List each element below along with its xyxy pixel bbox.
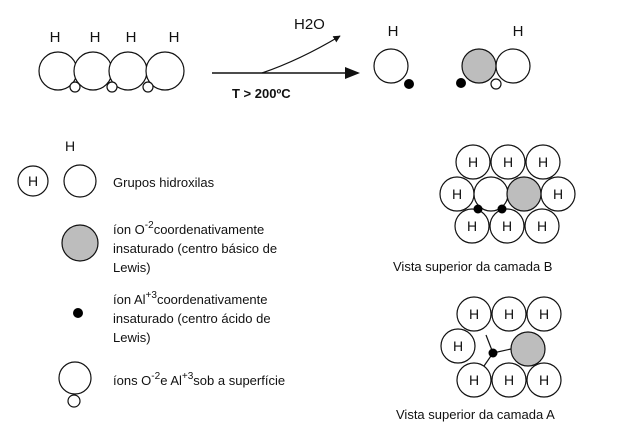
layer-b-h-label: H	[452, 186, 462, 202]
legend-subsurface-part2: e Al	[160, 373, 182, 388]
hydroxyl-circle	[524, 208, 560, 244]
o-ion-gray-circle	[461, 48, 497, 84]
hydroxyl-h-label: H	[90, 29, 101, 46]
subsurface-ion	[142, 81, 154, 93]
o-ion-gray-circle	[510, 331, 546, 367]
hydroxyl-circle	[526, 362, 562, 398]
layer-a-h-label: H	[469, 306, 479, 322]
hydroxyl-circle	[455, 144, 491, 180]
hydroxyl-circle	[145, 51, 185, 91]
top-view-layer-b	[439, 144, 576, 244]
hydroxyl-circle	[489, 208, 525, 244]
al-ion-dot	[456, 78, 466, 88]
layer-b-h-label: H	[502, 218, 512, 234]
legend-al-ion-prefix: íon Al	[113, 292, 146, 307]
layer-b-h-label: H	[538, 154, 548, 170]
hydroxyl-h-label: H	[50, 29, 61, 46]
hydroxyl-circle	[454, 208, 490, 244]
subsurface-ion	[106, 81, 118, 93]
layer-a-h-label: H	[453, 338, 463, 354]
legend-al-ion-line1: íon Al+3coordenativamente	[113, 290, 268, 307]
layer-a-h-label: H	[504, 306, 514, 322]
hydroxyl-circle	[491, 296, 527, 332]
hydroxyl-circle	[440, 328, 476, 364]
legend-subsurface-label: íons O-2e Al+3sob a superfície	[113, 371, 285, 388]
legend-subsurface-charge2: +3	[182, 371, 194, 382]
hydroxyl-h-label: H	[513, 23, 524, 40]
legend-al-ion-charge: +3	[146, 290, 158, 301]
legend-h-inside: H	[28, 173, 38, 189]
layer-a-h-label: H	[504, 372, 514, 388]
al-ion-dot	[488, 348, 498, 358]
layer-b-h-label: H	[468, 154, 478, 170]
al-ion-dot	[497, 204, 507, 214]
reaction-arrowhead	[345, 67, 360, 79]
legend-subsurface-large-icon	[58, 361, 92, 395]
hydroxyl-circle	[456, 296, 492, 332]
legend-hydroxyl-label: Grupos hidroxilas	[113, 175, 215, 190]
legend-al-ion-line3: Lewis)	[113, 330, 151, 345]
legend-subsurface-part3: sob a superfície	[193, 373, 285, 388]
o-ion-gray-circle	[506, 176, 542, 212]
hydroxyl-circle	[526, 296, 562, 332]
hydroxyl-h-label: H	[126, 29, 137, 46]
top-view-layer-a	[440, 296, 562, 398]
legend-hydroxyl-top-icon	[17, 165, 49, 197]
legend-al-ion-line2: insaturado (centro ácido de	[113, 311, 271, 326]
legend-o-ion-line3: Lewis)	[113, 260, 151, 275]
layer-b-caption: Vista superior da camada B	[393, 259, 552, 274]
legend-o-ion-line1: íon O-2coordenativamente	[113, 220, 264, 237]
hydroxyl-circle	[373, 48, 409, 84]
hydroxylated-surface	[38, 51, 185, 93]
legend-o-ion-prefix: íon O	[113, 222, 145, 237]
hydroxyl-h-label: H	[388, 23, 399, 40]
water-product-label: H2O	[294, 16, 325, 33]
legend-o-ion-charge: -2	[145, 220, 154, 231]
legend-subsurface-charge1: -2	[151, 371, 160, 382]
subsurface-ion	[490, 78, 502, 90]
hydroxyl-h-label: H	[169, 29, 180, 46]
hydroxyl-circle	[525, 144, 561, 180]
legend: H H Grupos hidroxilas íon O-2coordenativ…	[17, 138, 285, 408]
legend-hydroxyl-side-icon	[63, 164, 97, 198]
subsurface-ion	[69, 81, 81, 93]
hydroxyl-circle	[456, 362, 492, 398]
layer-a-h-label: H	[469, 372, 479, 388]
layer-b-h-label: H	[467, 218, 477, 234]
layer-b-h-label: H	[503, 154, 513, 170]
reaction-condition: T > 200ºC	[232, 86, 291, 101]
legend-o-ion-line2: insaturado (centro básico de	[113, 241, 277, 256]
water-release-arrow	[261, 35, 341, 74]
layer-a-h-label: H	[539, 306, 549, 322]
legend-al-ion-rest: coordenativamente	[157, 292, 268, 307]
al-ion-dot	[473, 204, 483, 214]
dehydroxylated-surface	[373, 48, 531, 90]
hydroxyl-circle	[491, 362, 527, 398]
legend-subsurface-part1: íons O	[113, 373, 151, 388]
legend-subsurface-small-icon	[67, 394, 81, 408]
legend-al-ion-icon	[73, 308, 83, 318]
hydroxyl-circle	[490, 144, 526, 180]
al-ion-dot	[404, 79, 414, 89]
legend-o-ion-icon	[61, 224, 99, 262]
legend-o-ion-rest: coordenativamente	[154, 222, 265, 237]
hydroxyl-circle	[495, 48, 531, 84]
legend-h-above: H	[65, 138, 75, 154]
layer-a-caption: Vista superior da camada A	[396, 407, 555, 422]
layer-b-h-label: H	[553, 186, 563, 202]
layer-a-h-label: H	[539, 372, 549, 388]
layer-b-h-label: H	[537, 218, 547, 234]
